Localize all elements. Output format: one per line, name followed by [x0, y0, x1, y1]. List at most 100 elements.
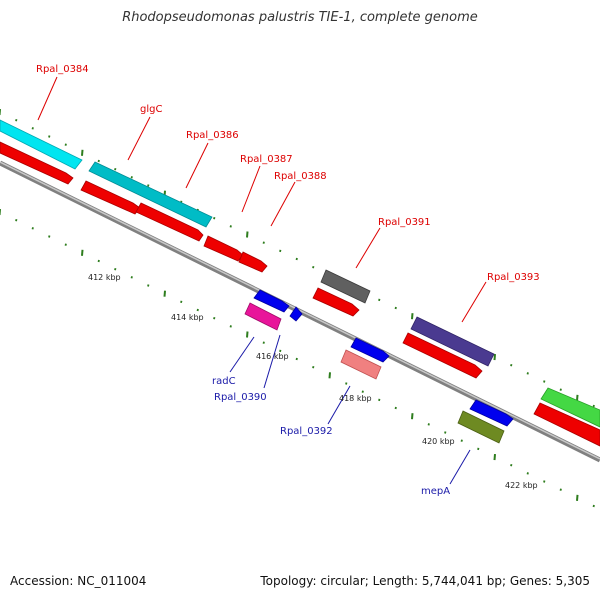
tick-mark: [312, 365, 315, 369]
tick-mark: [147, 284, 150, 287]
tick-mark: [229, 225, 232, 228]
backbone-highlight: [0, 161, 600, 460]
tick-mark: [576, 494, 579, 501]
tick-mark: [510, 363, 513, 367]
gene-red-right-arrow[interactable]: [533, 402, 600, 447]
tick-mark: [262, 241, 265, 244]
connector-Rpal_0390: [263, 334, 281, 389]
tick-mark: [510, 463, 513, 467]
gene-blue-top-arrow[interactable]: [253, 289, 290, 313]
gene-Rpal_0392-arrow[interactable]: [340, 349, 382, 380]
connector-glgC: [127, 116, 151, 161]
connector-Rpal_0388: [270, 181, 296, 227]
gene-glgC-arrow[interactable]: [88, 161, 213, 228]
label-mepA[interactable]: mepA: [421, 486, 450, 497]
tick-mark: [559, 488, 562, 491]
tick-mark: [48, 235, 51, 238]
gene-Rpal_0386-arrow[interactable]: [135, 202, 204, 242]
gene-Rpal_0391-arrow[interactable]: [320, 269, 371, 304]
tick-mark: [312, 265, 315, 269]
accession-text: Accession: NC_011004: [10, 574, 147, 588]
tick-mark: [559, 388, 562, 391]
connector-Rpal_0391: [355, 227, 381, 269]
tick-mark: [130, 176, 133, 179]
tick-mark: [526, 472, 529, 475]
tick-mark: [411, 313, 414, 320]
label-Rpal_0388[interactable]: Rpal_0388: [274, 171, 327, 182]
connector-radC: [229, 336, 255, 373]
gene-Rpal_0393-arrow[interactable]: [410, 316, 495, 367]
tick-mark: [180, 300, 183, 304]
tick-mark: [229, 325, 232, 328]
tick-mark: [493, 353, 496, 361]
gene-Rpal_0388-arrow[interactable]: [238, 251, 268, 273]
tick-mark: [15, 118, 18, 122]
tick-mark: [246, 231, 249, 238]
page-title: Rhodopseudomonas palustris TIE-1, comple…: [122, 10, 478, 25]
tick-mark: [114, 267, 117, 271]
tick-mark: [394, 406, 397, 410]
tick-mark: [592, 504, 595, 508]
tick-mark: [493, 453, 496, 461]
tick-mark: [576, 394, 579, 401]
scale-label-414: 414 kbp: [171, 313, 204, 322]
tick-mark: [295, 257, 298, 261]
tick-mark: [114, 167, 117, 171]
gene-mepA-arrow[interactable]: [457, 410, 505, 444]
gene-red-0384-arrow[interactable]: [0, 141, 74, 185]
tick-mark: [246, 331, 249, 338]
label-Rpal_0391[interactable]: Rpal_0391: [378, 217, 431, 228]
scale-label-416: 416 kbp: [256, 352, 289, 361]
connector-Rpal_0384: [37, 76, 58, 121]
tick-mark: [97, 259, 100, 263]
gene-radC-arrow[interactable]: [244, 302, 282, 331]
tick-mark: [196, 308, 199, 312]
tick-mark: [444, 431, 447, 434]
tick-mark: [31, 127, 34, 130]
tick-mark: [15, 218, 18, 222]
label-Rpal_0390[interactable]: Rpal_0390: [214, 392, 267, 403]
label-radC[interactable]: radC: [212, 376, 236, 387]
tick-mark: [460, 439, 463, 442]
label-Rpal_0392[interactable]: Rpal_0392: [280, 426, 333, 437]
tick-mark: [526, 372, 529, 375]
connector-Rpal_0393: [461, 281, 487, 323]
tick-mark: [64, 243, 67, 246]
connector-Rpal_0386: [185, 142, 209, 189]
tick-mark: [213, 216, 216, 220]
tick-mark: [378, 298, 381, 302]
tick-mark: [411, 413, 414, 420]
label-Rpal_0393[interactable]: Rpal_0393: [487, 272, 540, 283]
gene-red-0391-arrow[interactable]: [312, 287, 360, 317]
tick-mark: [295, 357, 298, 361]
label-Rpal_0387[interactable]: Rpal_0387: [240, 154, 293, 165]
label-Rpal_0386[interactable]: Rpal_0386: [186, 130, 239, 141]
label-Rpal_0384[interactable]: Rpal_0384: [36, 64, 89, 75]
tick-mark: [543, 380, 546, 383]
tick-mark: [543, 480, 546, 483]
tick-mark: [262, 341, 265, 344]
tick-mark: [48, 135, 51, 138]
tick-mark: [328, 372, 331, 379]
gene-blue-mid-arrow[interactable]: [350, 337, 390, 363]
tick-mark: [345, 382, 348, 385]
tick-mark: [81, 149, 84, 156]
label-glgC[interactable]: glgC: [140, 104, 162, 115]
gene-Rpal_0390-arrow[interactable]: [289, 306, 303, 322]
gene-blue-right-arrow[interactable]: [469, 399, 514, 427]
scale-label-422: 422 kbp: [505, 481, 538, 490]
gene-Rpal_0387-arrow[interactable]: [203, 235, 244, 262]
tick-mark: [31, 227, 34, 230]
gene-Rpal_0384-arrow[interactable]: [0, 119, 83, 170]
tick-mark: [163, 290, 166, 297]
gene-green-arrow[interactable]: [540, 387, 600, 428]
tick-mark: [97, 159, 100, 163]
tick-mark: [213, 316, 216, 320]
tick-mark: [279, 349, 282, 353]
tick-mark: [64, 143, 67, 146]
tick-mark: [477, 447, 480, 451]
tick-mark: [361, 390, 364, 393]
tick-mark: [130, 276, 133, 279]
gene-red-0393-arrow[interactable]: [402, 332, 483, 379]
